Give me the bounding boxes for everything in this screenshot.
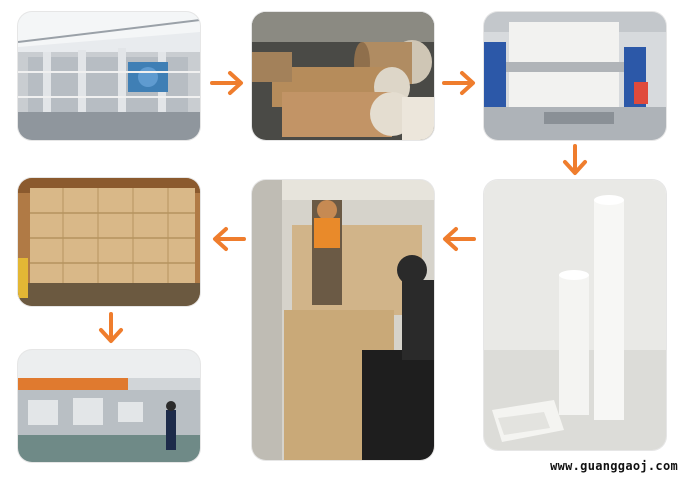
arrow-left-icon <box>440 226 476 252</box>
paper-machine-photo <box>18 12 200 140</box>
production-line-photo <box>18 350 200 462</box>
arrow-down-icon <box>562 144 588 178</box>
arrow-down-icon <box>98 312 124 346</box>
packed-cartons-photo <box>18 178 200 306</box>
container-loading-photo <box>252 180 434 460</box>
arrow-right-icon <box>210 70 246 96</box>
finished-paper-rolls-photo <box>484 180 666 450</box>
arrow-left-icon <box>210 226 246 252</box>
watermark-text: www.guanggaoj.com <box>550 459 678 473</box>
coating-machine-photo <box>484 12 666 140</box>
arrow-right-icon <box>442 70 478 96</box>
paper-rolls-warehouse-photo <box>252 12 434 140</box>
